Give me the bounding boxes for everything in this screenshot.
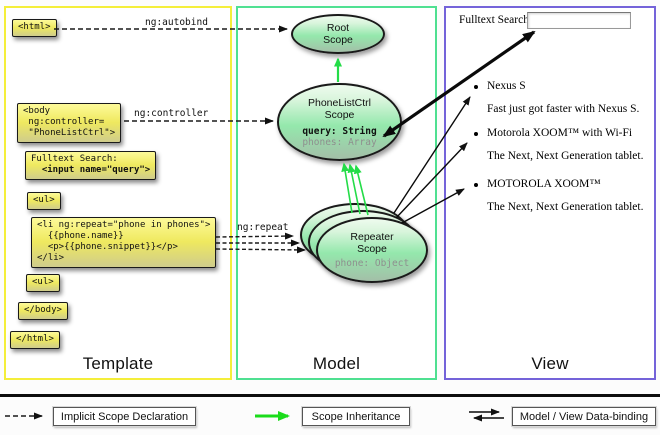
panel-title-template: Template xyxy=(82,354,154,373)
code-box-body-close: </body> xyxy=(18,302,68,320)
phonelistctrl-query-var: query: String xyxy=(302,125,377,137)
phone-name: Motorola XOOM™ with Wi-Fi xyxy=(487,127,633,139)
legend-implicit-box: Implicit Scope Declaration xyxy=(53,407,196,426)
repeater-phone-var: phone: Object xyxy=(334,258,410,269)
phone-name: MOTOROLA XOOM™ xyxy=(487,178,601,190)
repeater-scope-ellipse-front: Repeater Scope phone: Object xyxy=(316,217,428,283)
legend-binding-box: Model / View Data-binding xyxy=(512,407,656,426)
bullet-icon xyxy=(474,132,478,136)
fulltext-search-input[interactable] xyxy=(527,12,631,29)
phone-snippet: Fast just got faster with Nexus S. xyxy=(487,103,640,115)
model-panel: Model xyxy=(236,6,437,380)
phone-list-item: MOTOROLA XOOM™ The Next, Next Generation… xyxy=(470,178,650,214)
code-box-fulltext: Fulltext Search: <input name="query"> xyxy=(25,151,157,180)
bullet-icon xyxy=(474,85,478,89)
phonelistctrl-scope-ellipse: PhoneListCtrl Scope query: String phones… xyxy=(277,83,402,161)
code-box-html-close: </html> xyxy=(10,331,60,349)
legend-inheritance-box: Scope Inheritance xyxy=(302,407,410,426)
phone-snippet: The Next, Next Generation tablet. xyxy=(487,201,644,213)
code-fulltext-label: Fulltext Search: xyxy=(31,154,118,164)
view-search-label: Fulltext Search: xyxy=(459,14,533,26)
phone-snippet: The Next, Next Generation tablet. xyxy=(487,150,644,162)
phonelistctrl-phones-var: phones: Array xyxy=(302,136,377,148)
code-box-ul-open: <ul> xyxy=(27,192,61,210)
panel-title-view: View xyxy=(531,354,569,373)
code-box-html-open: <html> xyxy=(12,19,57,37)
root-scope-ellipse: Root Scope xyxy=(291,14,385,54)
phone-name: Nexus S xyxy=(487,80,526,92)
code-box-li-repeat: <li ng:repeat="phone in phones"> {{phone… xyxy=(31,217,217,268)
phone-list-item: Nexus S Fast just got faster with Nexus … xyxy=(470,80,650,116)
code-box-body-open: <body ng:controller= "PhoneListCtrl"> xyxy=(17,103,122,143)
legend-binding-arrows xyxy=(469,408,504,422)
panel-title-model: Model xyxy=(312,354,361,373)
phonelistctrl-scope-title: PhoneListCtrl Scope xyxy=(307,96,372,121)
bullet-icon xyxy=(474,183,478,187)
code-fulltext-input: <input name="query"> xyxy=(31,165,151,175)
root-scope-title: Root Scope xyxy=(323,22,353,46)
legend-separator xyxy=(0,394,660,397)
phone-list-item: Motorola XOOM™ with Wi-Fi The Next, Next… xyxy=(470,127,650,163)
repeater-scope-title: Repeater Scope xyxy=(350,231,394,255)
code-box-ul-close: <ul> xyxy=(26,274,60,292)
label-ng-autobind: ng:autobind xyxy=(145,17,208,28)
label-ng-repeat: ng:repeat xyxy=(237,222,289,233)
label-ng-controller: ng:controller xyxy=(134,108,209,119)
